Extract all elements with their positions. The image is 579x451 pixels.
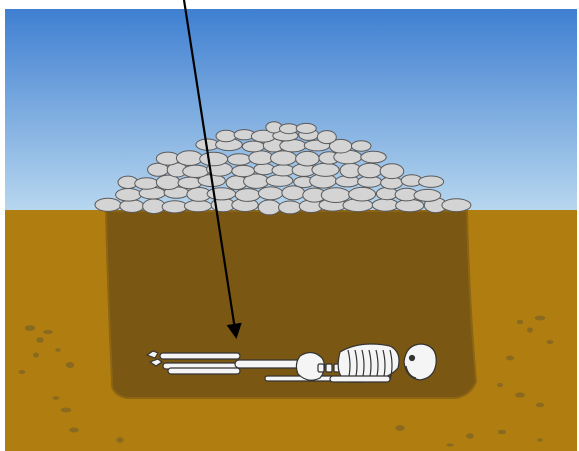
soil-pebble bbox=[395, 425, 405, 431]
soil-pebble bbox=[33, 352, 39, 357]
vertebra bbox=[326, 364, 332, 372]
soil-pebble bbox=[537, 438, 543, 441]
soil-pebble bbox=[535, 316, 546, 321]
soil-pebble bbox=[466, 433, 474, 439]
cairn-stone bbox=[207, 188, 236, 200]
lower-leg-bone bbox=[265, 376, 335, 381]
cairn-stone bbox=[419, 176, 444, 187]
cairn-stone bbox=[184, 200, 211, 211]
cairn-stone bbox=[235, 189, 260, 202]
soil-pebble bbox=[527, 327, 533, 332]
cairn-stone bbox=[232, 165, 255, 176]
cairn-stone bbox=[258, 200, 280, 215]
eye-socket bbox=[410, 356, 415, 361]
cairn-stone bbox=[280, 140, 306, 152]
cairn-stone bbox=[296, 123, 316, 133]
cairn-stone bbox=[200, 152, 228, 166]
cairn-stone bbox=[242, 141, 264, 152]
soil-pebble bbox=[25, 325, 35, 331]
humerus-bone bbox=[330, 376, 390, 382]
cairn-stone bbox=[296, 151, 320, 166]
cairn-stone bbox=[358, 163, 382, 178]
soil-pebble bbox=[498, 430, 507, 434]
cairn-stone bbox=[372, 199, 398, 211]
cairn-stone bbox=[249, 151, 273, 165]
cairn-stone bbox=[280, 124, 299, 134]
cairn-stone bbox=[321, 188, 350, 203]
cairn-stone bbox=[95, 198, 121, 211]
vertebra bbox=[318, 364, 324, 372]
cairn-stone bbox=[258, 187, 283, 200]
cairn-stone bbox=[396, 199, 424, 211]
cairn-stone bbox=[183, 165, 209, 177]
cairn-stone bbox=[349, 187, 376, 201]
soil-pebble bbox=[515, 392, 525, 397]
cairn-stone bbox=[228, 154, 252, 165]
soil-pebble bbox=[61, 408, 72, 413]
soil-pebble bbox=[506, 356, 514, 361]
cairn-stone bbox=[442, 199, 471, 212]
upper-arm-bone bbox=[160, 353, 240, 359]
tibia-bone bbox=[168, 368, 240, 374]
cairn-stone bbox=[272, 165, 294, 176]
cairn-stone bbox=[162, 201, 187, 213]
soil-pebble bbox=[446, 443, 454, 446]
soil-pebble bbox=[116, 437, 123, 443]
femur-bone bbox=[235, 360, 305, 368]
cairn-stone bbox=[317, 131, 336, 144]
cairn-stone bbox=[254, 164, 275, 175]
soil-pebble bbox=[546, 340, 553, 344]
cairn-stone bbox=[120, 200, 144, 213]
cairn-stone bbox=[176, 151, 202, 166]
soil-pebble bbox=[517, 320, 524, 325]
cairn-stone bbox=[135, 178, 159, 189]
soil-pebble bbox=[53, 396, 60, 399]
cairn-stone bbox=[266, 175, 293, 187]
soil-pebble bbox=[19, 370, 26, 374]
soil-pebble bbox=[69, 427, 79, 432]
soil-pebble bbox=[497, 383, 503, 387]
cairn-stone bbox=[116, 189, 142, 202]
cairn-stone bbox=[279, 201, 302, 214]
cairn-stone bbox=[351, 141, 371, 152]
soil-pebble bbox=[536, 403, 544, 408]
soil-pebble bbox=[36, 337, 43, 343]
cairn-stone bbox=[216, 130, 236, 142]
soil-pebble bbox=[43, 330, 53, 334]
cairn-stone bbox=[414, 189, 441, 201]
cairn-stone bbox=[282, 186, 305, 200]
skull bbox=[404, 344, 436, 380]
cairn-stone bbox=[380, 164, 404, 179]
cairn-stone bbox=[361, 151, 386, 163]
cairn-stone bbox=[376, 188, 397, 200]
soil-pebble bbox=[66, 362, 75, 368]
cairn-stone bbox=[271, 151, 297, 165]
soil-pebble bbox=[55, 348, 61, 352]
cairn-stone bbox=[312, 163, 339, 176]
